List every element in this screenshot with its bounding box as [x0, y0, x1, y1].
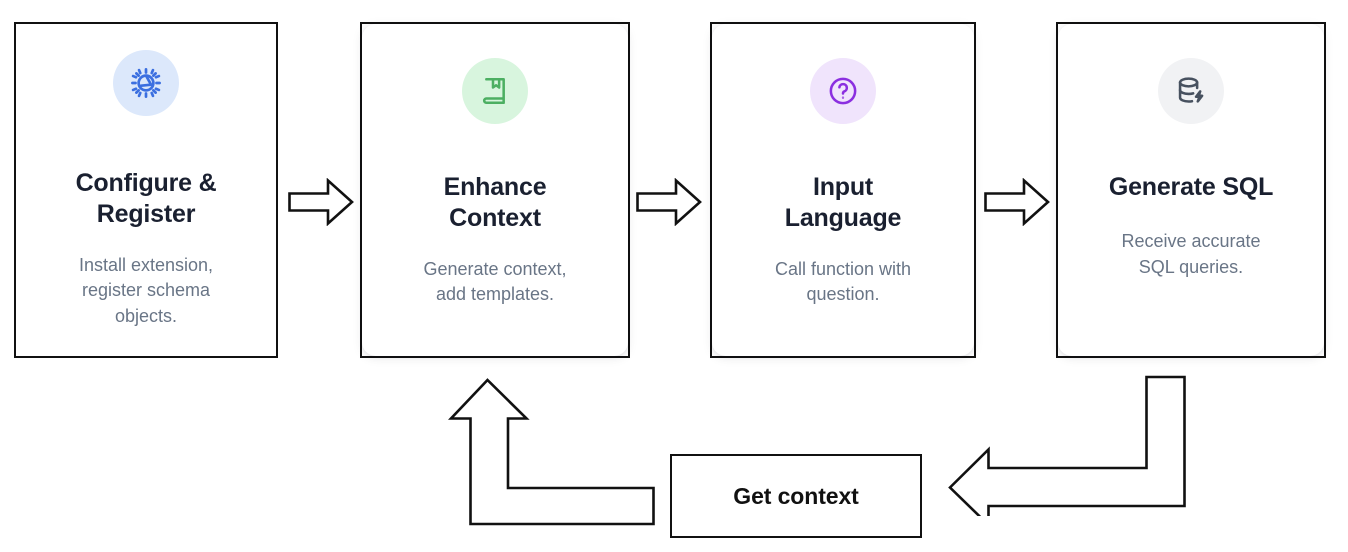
step-card-body: Generate SQL Receive accurate SQL querie… — [1058, 24, 1324, 356]
step-card-body: Enhance Context Generate context, add te… — [362, 24, 628, 356]
right-block-arrow-icon — [984, 178, 1050, 226]
step-card-generate-sql[interactable]: Generate SQL Receive accurate SQL querie… — [1056, 22, 1326, 358]
step-description: Install extension, register schema objec… — [78, 254, 214, 326]
step-card-enhance-context[interactable]: Enhance Context Generate context, add te… — [360, 22, 630, 358]
step-card-body: Input Language Call function with questi… — [712, 24, 974, 356]
database-bolt-icon — [1178, 77, 1204, 103]
step-card-configure-register[interactable]: Configure & Register Install extension, … — [14, 22, 278, 358]
step-card-body: Configure & Register Install extension, … — [16, 24, 276, 356]
right-block-arrow-icon — [288, 178, 354, 226]
gear-settings-icon-bubble — [113, 50, 179, 116]
book-bookmark-icon-bubble — [462, 58, 528, 124]
step-title: Input Language — [784, 173, 902, 233]
left-elbow-block-arrow-icon — [948, 375, 1186, 516]
get-context-box[interactable]: Get context — [670, 454, 922, 538]
arrow-step2-step3 — [636, 178, 702, 226]
step-description: Receive accurate SQL queries. — [1121, 231, 1261, 277]
step-title: Enhance Context — [443, 173, 547, 233]
loop-arrow-left — [944, 374, 1192, 516]
gear-settings-icon — [131, 68, 161, 98]
step-card-input-language[interactable]: Input Language Call function with questi… — [710, 22, 976, 358]
step-description: Generate context, add templates. — [423, 258, 567, 305]
arrow-step1-step2 — [288, 178, 354, 226]
up-elbow-block-arrow-icon — [448, 378, 655, 526]
question-circle-icon — [829, 77, 857, 105]
step-title: Configure & Register — [75, 169, 217, 229]
step-title: Generate SQL — [1108, 173, 1274, 201]
step-description: Call function with question. — [774, 258, 912, 305]
arrow-step3-step4 — [984, 178, 1050, 226]
get-context-label: Get context — [733, 482, 859, 509]
right-block-arrow-icon — [636, 178, 702, 226]
question-circle-icon-bubble — [810, 58, 876, 124]
loop-arrow-up — [448, 374, 660, 532]
book-bookmark-icon — [482, 78, 505, 104]
database-bolt-icon-bubble — [1158, 58, 1224, 124]
